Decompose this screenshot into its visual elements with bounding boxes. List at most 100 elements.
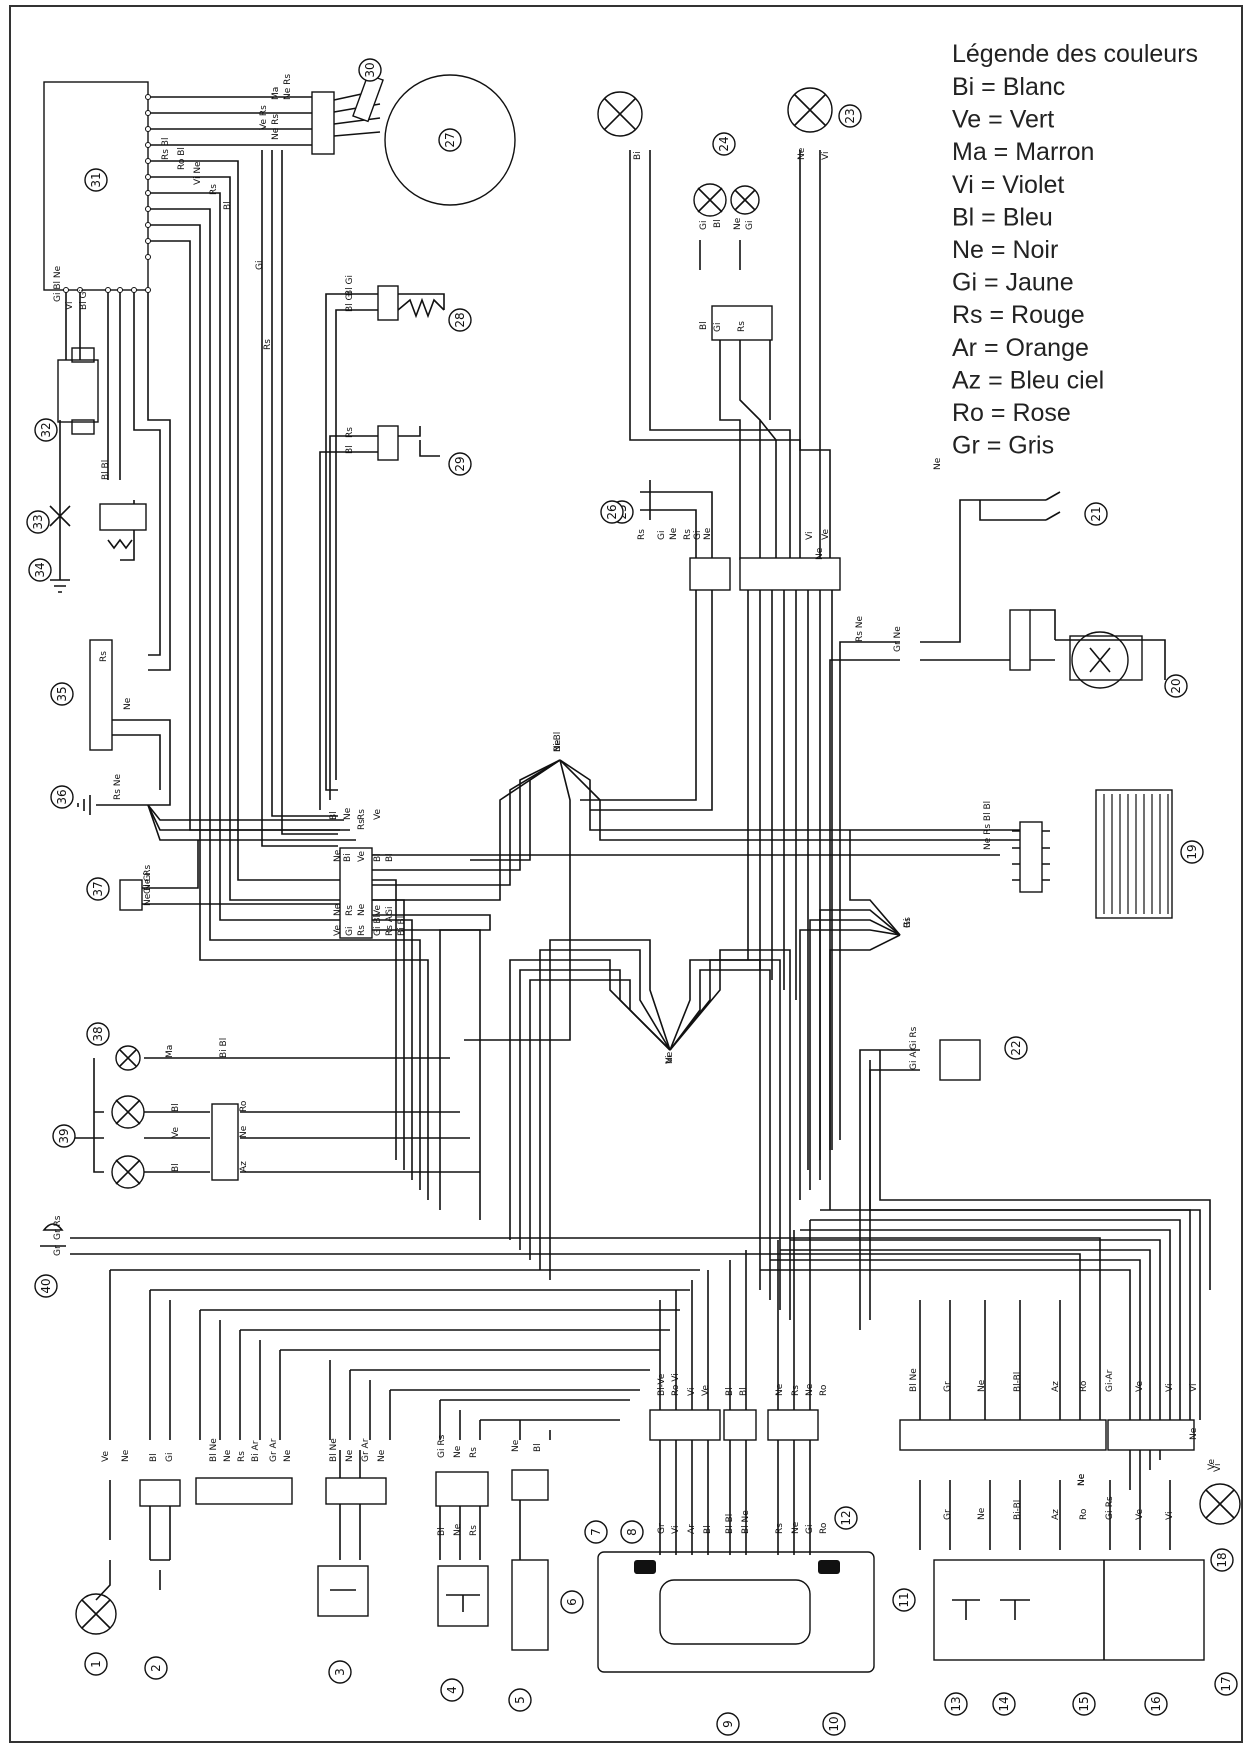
wire-label: Ne [343, 807, 353, 820]
svg-text:16: 16 [1149, 1696, 1163, 1711]
legend-entry: Bi = Blanc [952, 73, 1065, 101]
wire-label: Gi Bl [373, 915, 383, 936]
wire-label: Rs [469, 1447, 479, 1458]
wire-label: Ne [223, 1449, 233, 1462]
wire-label: Gr [943, 1381, 953, 1392]
wire-label: Az [239, 1161, 249, 1172]
wire-label: Ne [453, 1523, 463, 1536]
component-number: 26 [600, 500, 624, 524]
svg-text:5: 5 [513, 1696, 527, 1704]
legend-entry: Ve = Vert [952, 106, 1054, 134]
svg-text:4: 4 [445, 1686, 459, 1694]
wire-label: Ne [805, 1383, 815, 1396]
wire-label: Bl [345, 445, 355, 454]
svg-text:22: 22 [1009, 1040, 1023, 1055]
wire-label: Ve [1135, 1509, 1145, 1520]
wire-label: Gi Rs [437, 1434, 447, 1458]
svg-text:20: 20 [1169, 678, 1183, 693]
wire-label: Gr [53, 1245, 63, 1256]
wire-label: Ne [1077, 1473, 1087, 1486]
wire-label: Ve [1135, 1381, 1145, 1392]
svg-text:40: 40 [39, 1278, 53, 1293]
wire-label: Gi [699, 221, 709, 230]
wire-label: Ve [373, 809, 383, 820]
wire-label: Ne [815, 547, 825, 560]
svg-text:29: 29 [453, 456, 467, 471]
svg-text:3: 3 [333, 1668, 347, 1676]
wire-label: Bl [437, 1527, 447, 1536]
wire-label: Ve [171, 1127, 181, 1138]
wire-label: Rs [469, 1525, 479, 1536]
component-number: 16 [1144, 1692, 1168, 1716]
wire-label: Ne [377, 1449, 387, 1462]
legend-entry: Gi = Jaune [952, 269, 1074, 297]
wire-label: Bl Gi [345, 275, 355, 296]
wire-label: Az [1051, 1381, 1061, 1392]
wire-label: Gr [943, 1509, 953, 1520]
wire-label: Rs [737, 321, 747, 332]
component-number: 34 [28, 558, 52, 582]
wire-label: Rs [683, 529, 693, 540]
component-number: 8 [620, 1520, 644, 1544]
wire-label: Bi Ar [251, 1440, 261, 1462]
svg-text:24: 24 [717, 136, 731, 151]
wire-label: Gi [255, 261, 265, 270]
wire-label: Bl-Bl [1013, 1372, 1023, 1392]
svg-text:6: 6 [565, 1598, 579, 1606]
wire-label: Ne [345, 1449, 355, 1462]
wire-label: Ne [453, 1445, 463, 1458]
legend-entry: Rs = Rouge [952, 301, 1085, 329]
wire-label: Rs [345, 427, 355, 438]
wire-label: Vi [1213, 1464, 1223, 1472]
svg-text:1: 1 [89, 1660, 103, 1668]
wire-label: Bl [725, 1387, 735, 1396]
wire-label: Bi-Bl [553, 732, 563, 752]
components-shapes [40, 73, 1241, 1673]
component-number: 32 [34, 418, 58, 442]
component-number: 40 [34, 1274, 58, 1298]
wire-label: Rs [903, 917, 913, 928]
legend-entry: Ma = Marron [952, 138, 1094, 166]
wire-label: Bl [329, 811, 339, 820]
wire-label: Vi [1189, 1384, 1199, 1392]
wire-label: Rs Ne [113, 773, 123, 800]
wire-label: Vi [687, 1388, 697, 1396]
component-number: 1 [84, 1652, 108, 1676]
wire-label: Rs Ar [385, 912, 395, 936]
wire-label: Bl [171, 1163, 181, 1172]
wire-label: Ro Vi [671, 1373, 681, 1396]
legend-entry: Bl = Bleu [952, 203, 1053, 231]
svg-text:23: 23 [843, 108, 857, 123]
component-number: 14 [992, 1692, 1016, 1716]
svg-text:36: 36 [55, 789, 69, 804]
wire-label: Ro Bl [177, 147, 187, 170]
wire-label: Ro [239, 1100, 249, 1112]
wire-label: Rs [99, 651, 109, 662]
wire-label: Bl [699, 321, 709, 330]
component-number: 3 [328, 1660, 352, 1684]
component-number: 4 [440, 1678, 464, 1702]
wire-label: Bl Gi [345, 291, 355, 312]
svg-text:15: 15 [1077, 1696, 1091, 1711]
wire-label: Bi Bl [397, 916, 407, 936]
component-number: 5 [508, 1688, 532, 1712]
legend-entry: Ar = Orange [952, 334, 1089, 362]
component-number: 30 [358, 58, 382, 82]
wire-label: Gr Ar [269, 1438, 279, 1462]
wire-label: Az [1051, 1509, 1061, 1520]
svg-text:34: 34 [33, 562, 47, 577]
svg-text:13: 13 [949, 1696, 963, 1711]
wire-label: Bl [373, 853, 383, 862]
wire-label: Rs [209, 184, 219, 195]
wire-label: Vi [821, 152, 831, 160]
wire-label: Ve [1207, 1459, 1217, 1470]
wire-label: Gi [745, 221, 755, 230]
wire-label: Ro [819, 1522, 829, 1534]
wire-label: Ro [1079, 1380, 1089, 1392]
svg-text:26: 26 [605, 504, 619, 519]
wire-label: Bl [533, 1443, 543, 1452]
wire-label: Rs [357, 809, 367, 820]
